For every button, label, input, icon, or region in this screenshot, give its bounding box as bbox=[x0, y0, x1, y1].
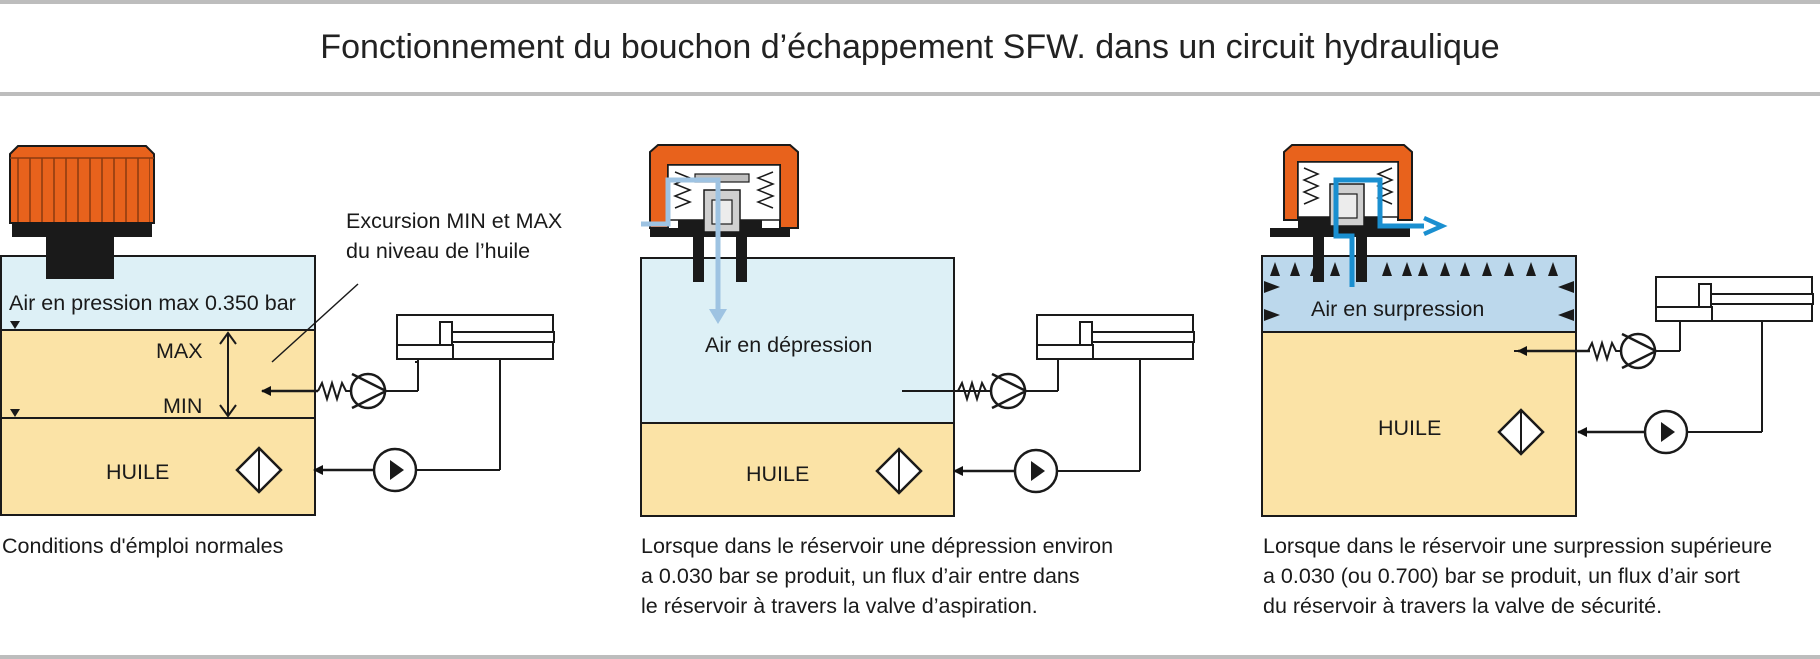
pressure-indicators bbox=[1264, 262, 1574, 321]
hydraulic-cylinder bbox=[396, 314, 555, 372]
air-inflow-arrow bbox=[641, 177, 721, 320]
oil-label: HUILE bbox=[106, 460, 169, 484]
oil-label: HUILE bbox=[746, 462, 809, 486]
title-rule bbox=[0, 92, 1820, 96]
hydraulic-cylinder bbox=[1036, 314, 1195, 372]
panel-surpression: Air en surpression HUILE bbox=[1261, 144, 1814, 517]
caption-line: Lorsque dans le réservoir une surpressio… bbox=[1263, 534, 1773, 558]
max-label: MAX bbox=[156, 339, 203, 363]
air-label: Air en dépression bbox=[705, 333, 872, 357]
min-label: MIN bbox=[163, 394, 202, 418]
caption-line: a 0.030 bar se produit, un flux d’air en… bbox=[641, 564, 1080, 588]
air-outflow-arrow bbox=[1333, 177, 1424, 287]
spring-symbol bbox=[317, 379, 352, 403]
spring-symbol bbox=[957, 379, 992, 403]
caption-line: Lorsque dans le réservoir une dépression… bbox=[641, 534, 1114, 558]
breather-cap-section bbox=[1270, 144, 1413, 282]
air-label: Air en surpression bbox=[1311, 297, 1484, 321]
hydraulic-cylinder bbox=[1655, 276, 1814, 332]
panel-depression: Air en dépression HUILE bbox=[640, 144, 1195, 517]
caption-normal: Conditions d'émploi normales bbox=[2, 531, 283, 561]
breather-cap-closed bbox=[9, 145, 155, 279]
caption-surpression: Lorsque dans le réservoir une surpressio… bbox=[1263, 531, 1772, 621]
check-valve-ball bbox=[989, 372, 1027, 410]
callout-leader bbox=[271, 283, 359, 363]
caption-line: le réservoir à travers la valve d’aspira… bbox=[641, 594, 1038, 618]
callout-text-line2: du niveau de l’huile bbox=[346, 239, 530, 263]
caption-line: a 0.030 (ou 0.700) bar se produit, un fl… bbox=[1263, 564, 1740, 588]
oil-label: HUILE bbox=[1378, 416, 1441, 440]
caption-line: du réservoir à travers la valve de sécur… bbox=[1263, 594, 1663, 618]
check-valve-ball bbox=[349, 372, 387, 410]
bottom-rule bbox=[0, 655, 1820, 659]
panel-normal: Air en pression max 0.350 bar MAX MIN HU… bbox=[0, 145, 562, 516]
callout-text-line1: Excursion MIN et MAX bbox=[346, 209, 562, 233]
max-level-marker bbox=[10, 321, 20, 329]
min-level-marker bbox=[10, 409, 20, 417]
caption-line: Conditions d'émploi normales bbox=[2, 534, 284, 558]
air-label: Air en pression max 0.350 bar bbox=[9, 291, 296, 315]
spring-symbol bbox=[1587, 339, 1622, 363]
tank-air-zone bbox=[640, 257, 955, 424]
breather-cap-section bbox=[649, 144, 799, 282]
check-valve-ball bbox=[1619, 332, 1657, 370]
top-rule bbox=[0, 0, 1820, 4]
page-title: Fonctionnement du bouchon d’échappement … bbox=[320, 28, 1500, 66]
caption-depression: Lorsque dans le réservoir une dépression… bbox=[641, 531, 1113, 621]
